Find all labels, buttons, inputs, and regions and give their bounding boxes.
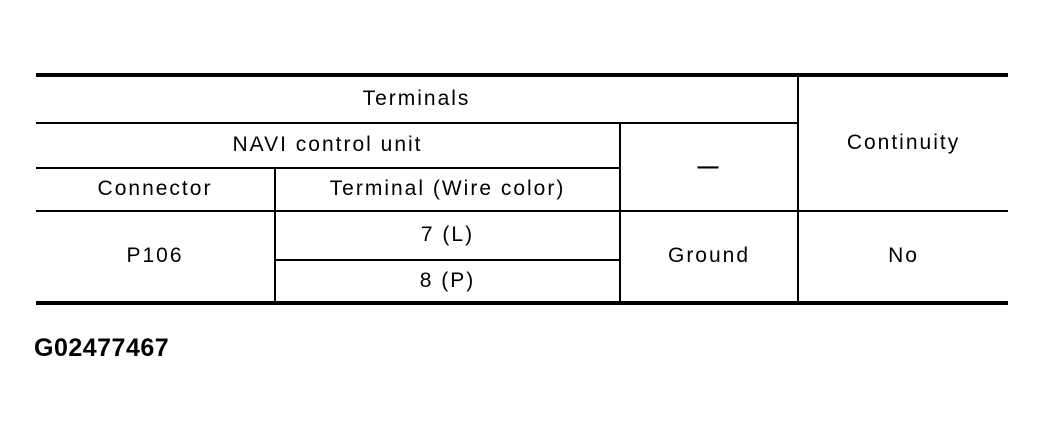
cell-connector-value: P106	[36, 210, 276, 304]
header-terminals: Terminals	[36, 74, 800, 124]
header-row-columns: Connector Terminal (Wire color)	[36, 167, 1008, 212]
table-row: 8 (P)	[36, 259, 1008, 304]
header-row-terminals: Terminals Continuity	[36, 74, 1009, 212]
table-row: P106 7 (L) Ground No	[36, 210, 1009, 304]
header-continuity: Continuity	[797, 74, 1009, 212]
figure-id: G02477467	[34, 334, 170, 362]
cell-other-value: Ground	[618, 210, 800, 304]
continuity-check-table: Terminals Continuity NAVI control unit —…	[36, 73, 1009, 305]
header-navi-control-unit: NAVI control unit	[36, 122, 621, 169]
cell-continuity-value: No	[797, 210, 1009, 304]
cell-terminal-2: 8 (P)	[274, 259, 621, 304]
header-dash: —	[618, 122, 800, 212]
cell-terminal-1: 7 (L)	[274, 210, 621, 261]
header-connector: Connector	[36, 167, 276, 212]
header-row-navi: NAVI control unit —	[36, 122, 1008, 212]
header-terminal-wire-color: Terminal (Wire color)	[274, 167, 621, 212]
